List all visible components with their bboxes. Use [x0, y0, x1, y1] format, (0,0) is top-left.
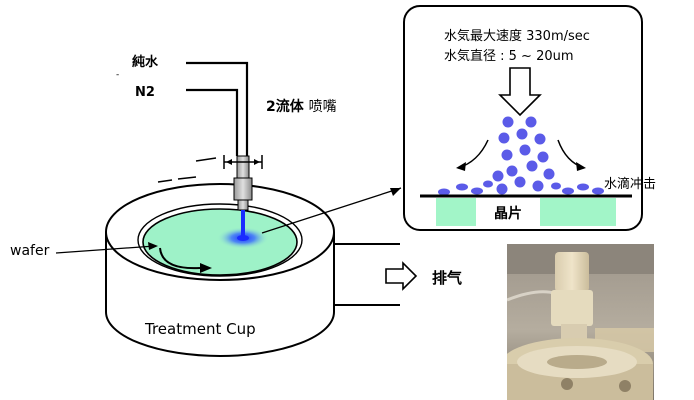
mist-speed-text: 水気最大速度 330m/sec	[444, 28, 590, 44]
pure-water-line	[186, 61, 249, 156]
speed-arrow-icon	[498, 67, 542, 117]
droplet	[501, 149, 513, 161]
droplet	[519, 144, 531, 156]
droplet	[525, 116, 537, 128]
droplet-cluster	[438, 116, 604, 196]
jet-impact-core	[237, 235, 249, 241]
exhaust-arrow-icon	[385, 261, 418, 291]
nozzle-photo	[507, 244, 654, 400]
pure-water-label: 純水	[132, 54, 159, 70]
nozzle-label-suffix: 喷嘴	[309, 99, 337, 115]
droplet	[498, 132, 510, 144]
droplet	[534, 133, 546, 145]
droplet	[537, 151, 549, 163]
supply-lines	[186, 61, 249, 156]
wafer-pointer-arrowhead	[148, 242, 158, 250]
cup-label: Treatment Cup	[144, 320, 256, 338]
droplet	[577, 183, 589, 191]
n2-line	[186, 88, 239, 156]
droplet	[471, 187, 483, 195]
droplet	[526, 160, 538, 172]
droplet	[532, 180, 544, 192]
exhaust-duct	[330, 243, 400, 306]
droplet-impact-label: 水滴冲击	[604, 176, 656, 192]
dash-mark: -	[116, 70, 119, 80]
n2-label: N2	[135, 85, 155, 100]
wafer-pointer-line	[55, 245, 156, 254]
droplet	[543, 168, 555, 180]
droplet	[483, 180, 493, 188]
detail-box	[403, 5, 643, 231]
droplet	[506, 165, 518, 177]
droplet	[492, 170, 504, 182]
cup-edge-dashes	[157, 157, 217, 183]
droplet	[516, 128, 528, 140]
spray-arrowhead-right	[576, 162, 586, 171]
chip-label: 晶片	[494, 205, 522, 222]
nozzle-width-indicator	[223, 155, 263, 169]
rotation-arrow-icon	[159, 247, 201, 270]
nozzle	[233, 155, 253, 236]
wafer-label: wafer	[10, 243, 50, 259]
droplet	[562, 187, 574, 195]
exhaust-label: 排气	[432, 269, 462, 287]
droplet	[438, 188, 450, 196]
mist-diameter-text: 水気直径 : 5 ~ 20um	[444, 48, 574, 64]
droplet	[514, 176, 526, 188]
spray-arrowhead-left	[456, 162, 466, 171]
droplet	[496, 183, 508, 195]
droplet	[551, 182, 561, 190]
droplet	[502, 116, 514, 128]
rotation-arrowhead-icon	[200, 263, 212, 273]
detail-callout-line	[261, 187, 402, 234]
detail-callout-arrowhead	[390, 188, 401, 196]
nozzle-label: 2流体 喷嘴	[266, 98, 337, 115]
droplet	[456, 183, 468, 191]
chip-label-box	[476, 198, 540, 226]
droplet	[592, 187, 604, 195]
